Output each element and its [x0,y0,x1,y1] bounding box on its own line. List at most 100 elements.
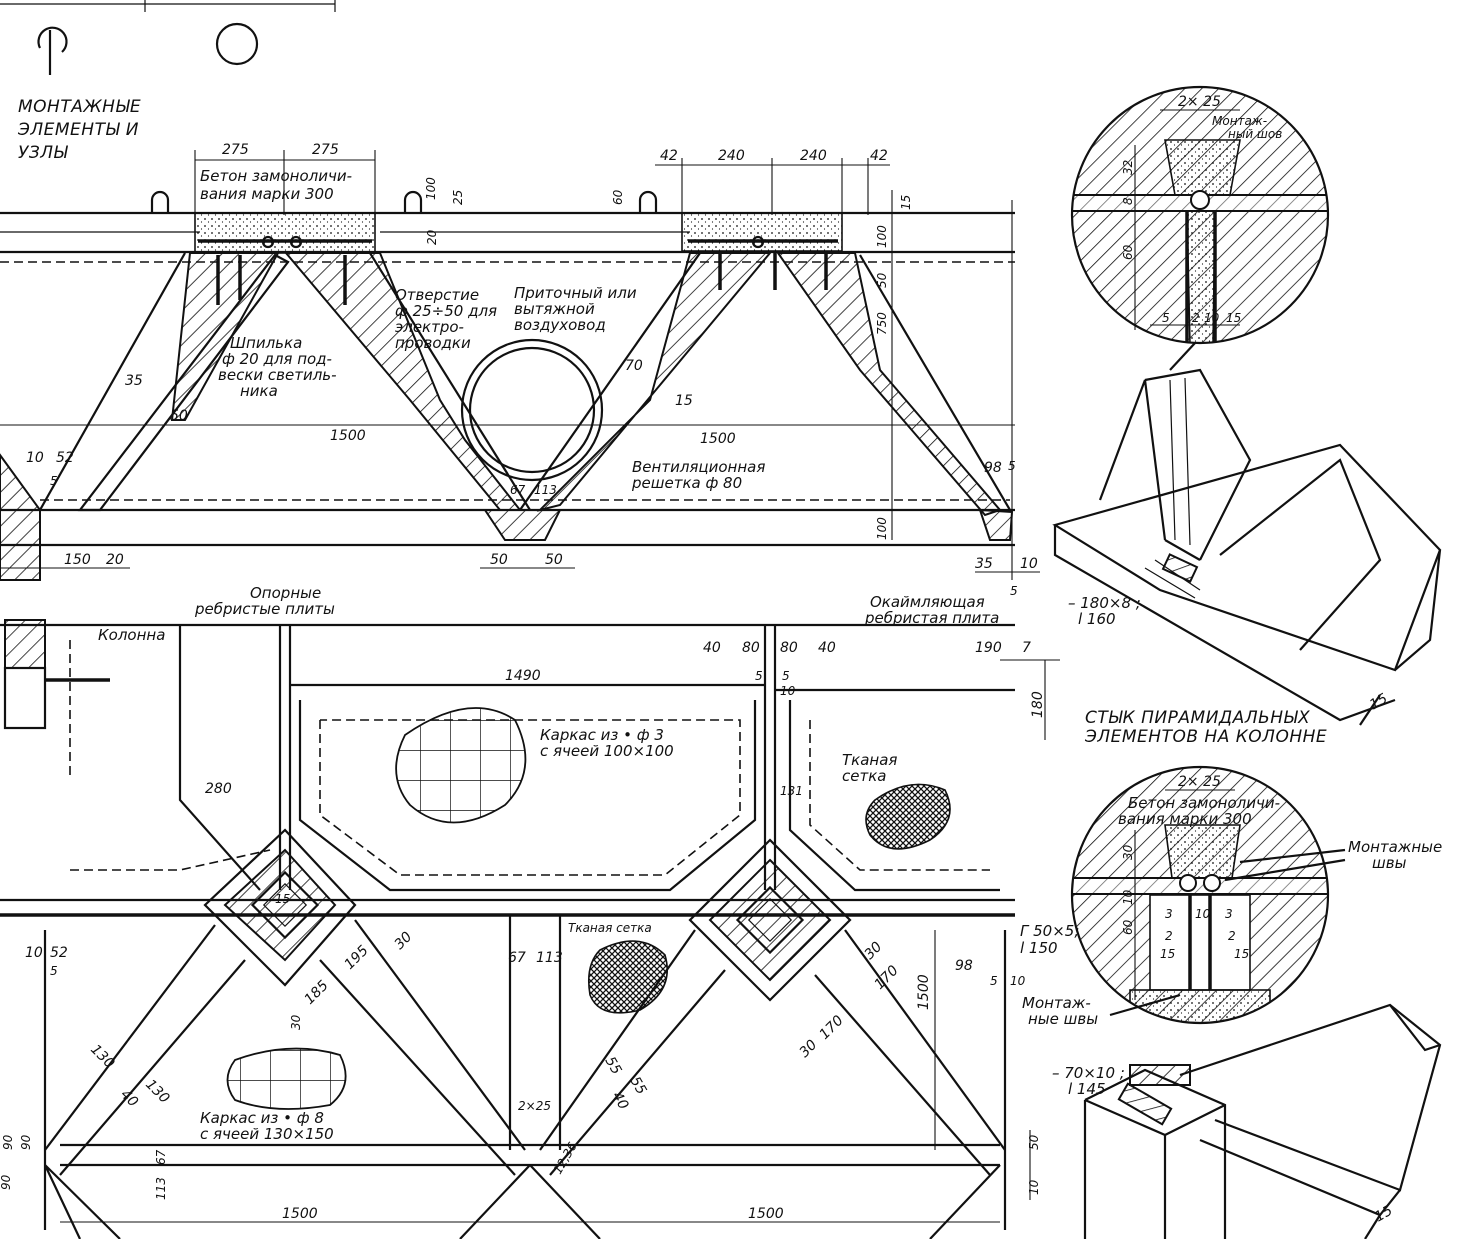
dim-text: 2 [1165,929,1173,943]
steel-angle-label: l 150 [1020,939,1058,957]
dim-text: 190 [975,640,1002,656]
dim-text: 185 [302,978,332,1008]
title-line-2: ЭЛЕМЕНТЫ И [17,120,139,140]
grille-label: решетка ф 80 [631,474,742,492]
duct-label: воздуховод [514,316,606,334]
dim-text: 98 [984,460,1002,476]
dim-text: 55 [602,1054,625,1078]
dim-text: 15 [1372,1203,1396,1226]
dim-text: 25 [451,190,465,205]
dim-text: 15 [1234,947,1249,961]
dim-text: 240 [718,148,745,164]
dim-text: 1500 [916,974,932,1010]
node-right [688,838,852,1002]
detail-seam-circle-labels: 2× 25 Монтаж- ный шов 32 8 60 5 2 10 15 [1121,94,1282,325]
hole-label: ф 25÷50 для [395,302,497,320]
frame-label: Каркас из • ф 8 [200,1109,324,1127]
column-label: Колонна [98,626,165,644]
dim-text: 40 [117,1087,141,1111]
dim-text: 15 [1226,311,1241,325]
support-plates-label: Опорные [250,584,321,602]
dim-text: 55 [627,1074,650,1098]
dim-text: 8 [1121,197,1135,205]
edge-plate-label: ребристая плита [864,609,999,627]
detail-column-circle [1070,765,1346,1025]
detail-column-circle-labels: 2× 25 Бетон замоноличи- вания марки 300 … [1022,774,1442,1028]
dim-text: 60 [611,189,625,205]
dim-text: 7 [1022,640,1031,656]
dim-text: 50 [1027,1134,1041,1150]
dim-text: 180 [1030,691,1046,718]
seams-label: швы [1372,854,1407,872]
concrete-label: вания марки 300 [1118,810,1252,828]
dim-text: 30 [1121,844,1135,860]
dim-text: 100 [875,225,889,248]
dim-text: 15 [1367,691,1391,714]
dim-text: 40 [609,1089,632,1113]
dim-text: 30 [289,1014,303,1030]
dim-text: 750 [875,312,889,335]
dim-text: 67 [154,1149,168,1165]
dim-text: 67 [508,950,526,966]
hole-label: проводки [395,334,471,352]
axis-marks [0,0,336,75]
dim-text: 10 [26,450,44,466]
dim-text: 50 [545,552,563,568]
title-line-1: МОНТАЖНЫЕ [18,97,141,117]
seams-label: Монтаж- [1022,994,1091,1012]
dim-text: 30 [392,929,416,953]
plan-labels: Опорные ребристые плиты Окаймляющая ребр… [0,584,1079,1222]
dim-text: 113 [154,1177,168,1200]
dim-text: 52 [50,945,68,961]
dim-text: 10 [25,945,43,961]
plate-label: – 70×10 ; [1052,1064,1125,1082]
woven-mesh-label: Тканая [842,751,897,769]
dim-text: 5 [755,669,763,683]
dim-text: 1490 [505,668,541,684]
dim-text: 2 [1228,929,1236,943]
dim-text: 10 [1195,907,1211,921]
dim-text: 1500 [748,1206,784,1222]
support-plates-label: ребристые плиты [194,600,335,618]
woven-mesh-label: сетка [842,767,886,785]
dim-text: 98 [955,958,973,974]
dim-text: 50 [170,408,188,424]
dim-text: 42 [660,148,678,164]
dim-text: 10 [780,684,796,698]
dim-text: 275 [222,142,249,158]
dim-text: 2×25 [518,1099,551,1113]
dim-text: 35 [975,556,993,572]
hole-label: Отверстие [395,286,479,304]
detail-seam-circle [1070,85,1330,371]
dim-text: 80 [742,640,760,656]
dim-text: 113 [534,483,557,497]
dim-text: 42 [870,148,888,164]
plate-label: l 145 [1068,1080,1106,1098]
detail-isometric-joint [1052,368,1442,726]
frame-label: Каркас из • ф 3 [540,726,664,744]
pin-label: вески светиль- [218,366,337,384]
dim-text: 20 [106,552,124,568]
dim-text: 40 [703,640,721,656]
dim-text: 80 [780,640,798,656]
dim-text: 15 [899,195,913,210]
dim-text: 10 [1121,889,1135,905]
dim-text: 1500 [330,428,366,444]
plate-label: – 180×8 ; [1068,594,1141,612]
dim-text: 10 [1027,1179,1041,1195]
dim-text: 170 [872,963,902,993]
detail-isometric-labels: – 180×8 ; l 160 15 СТЫК ПИРАМИДАЛЬНЫХ ЭЛ… [1068,594,1391,747]
dim-text: 2× 25 [1178,94,1221,110]
dim-text: 60 [1121,244,1135,260]
dim-text: 100 [875,517,889,540]
plan-view [0,619,1060,1239]
dim-text: 5 [1010,584,1018,598]
caption-line: СТЫК ПИРАМИДАЛЬНЫХ [1085,708,1310,728]
dim-text: 1500 [282,1206,318,1222]
dim-text: 20 [425,229,439,245]
concrete-label: Бетон замоноличи- [200,167,352,185]
dim-text: 275 [312,142,339,158]
dim-text: 40 [818,640,836,656]
seam-label: Монтаж- [1212,114,1267,128]
